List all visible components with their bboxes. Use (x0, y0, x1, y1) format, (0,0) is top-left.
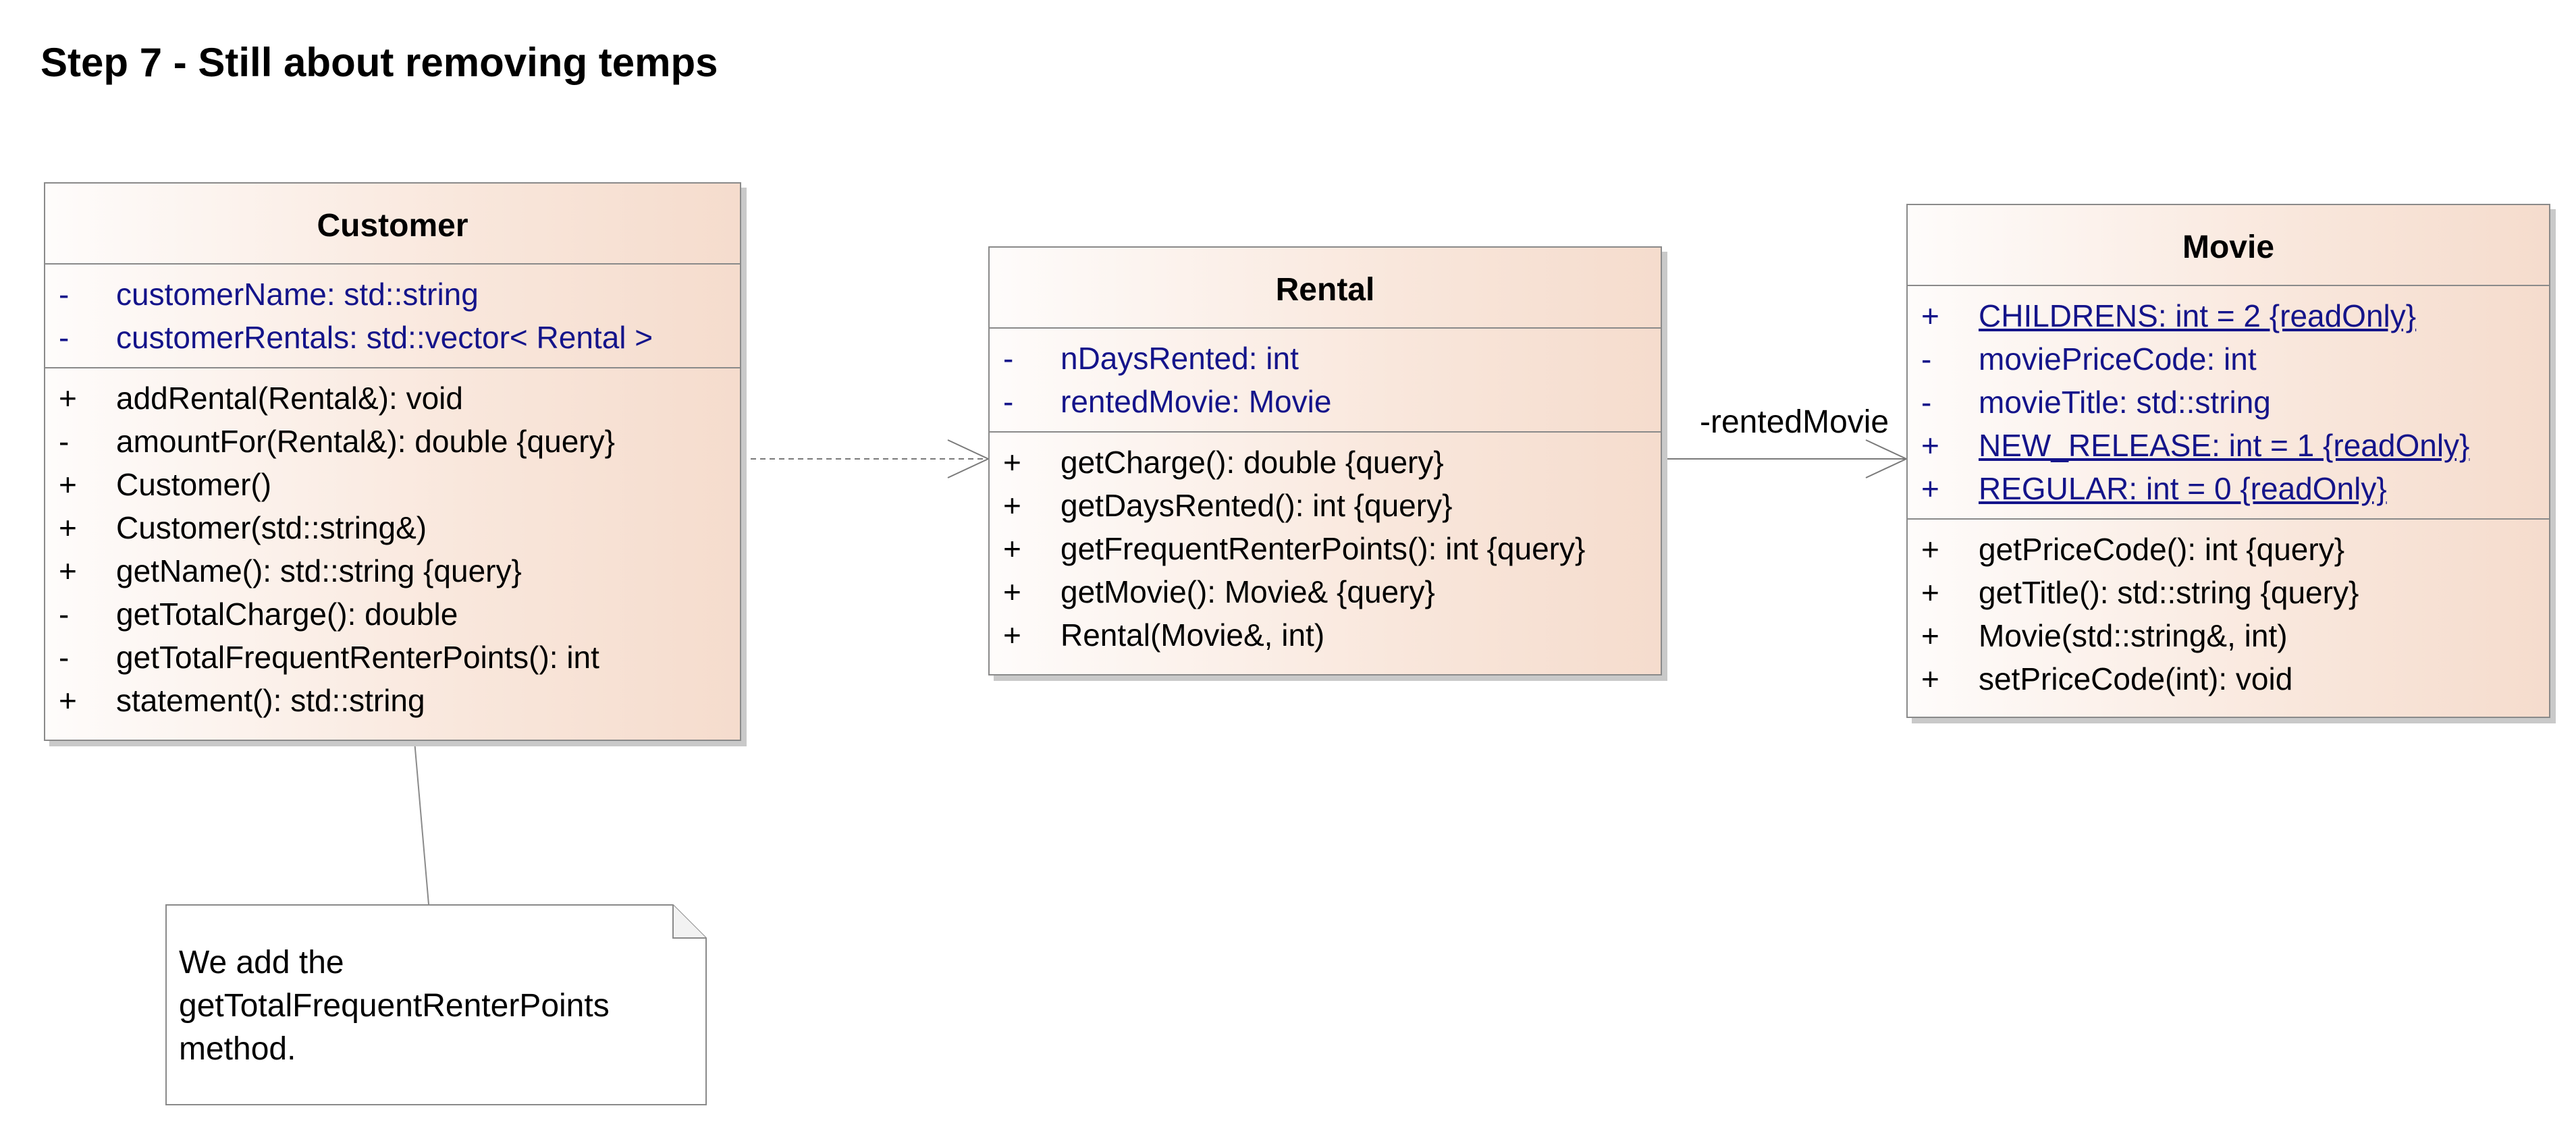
visibility-marker: + (1921, 532, 1939, 567)
operation-row[interactable]: + getPriceCode(): int {query} (1908, 528, 2549, 571)
attribute-text: customerName: std::string (116, 277, 479, 312)
operation-row[interactable]: + Rental(Movie&, int) (990, 613, 1661, 657)
attribute-text: moviePriceCode: int (1979, 341, 2257, 377)
operation-row[interactable]: + Customer() (45, 463, 740, 506)
customer-class[interactable]: Customer -customerName: std::string-cust… (44, 182, 741, 741)
visibility-marker: - (59, 597, 70, 632)
visibility-marker: + (1921, 298, 1939, 333)
operation-text: getMovie(): Movie& {query} (1061, 574, 1435, 609)
attributes-compartment: + CHILDRENS: int = 2 {readOnly} - moviePric… (1908, 286, 2549, 520)
operations-compartment: + addRental(Rental&): void - amountFor(Rent… (45, 368, 740, 730)
operation-text: getTotalFrequentRenterPoints(): int (116, 640, 599, 675)
visibility-marker: + (1003, 445, 1021, 480)
attribute-text: nDaysRented: int (1061, 341, 1299, 376)
operation-text: Rental(Movie&, int) (1061, 617, 1325, 653)
operation-row[interactable]: + getName(): std::string {query} (45, 549, 740, 592)
operation-row[interactable]: + Customer(std::string&) (45, 506, 740, 549)
visibility-marker: + (1921, 661, 1939, 696)
operation-text: addRental(Rental&): void (116, 381, 463, 416)
rental-class[interactable]: Rental - nDaysRented: int - rentedMovie: Mo… (988, 246, 1662, 675)
attribute-text: rentedMovie: Movie (1061, 384, 1332, 419)
attribute-text: CHILDRENS: int = 2 {readOnly} (1979, 298, 2417, 333)
operation-row[interactable]: + Movie(std::string&, int) (1908, 614, 2549, 657)
visibility-marker: - (59, 424, 70, 459)
operation-text: Customer() (116, 467, 272, 502)
attribute-row[interactable]: - customerRentals: std::vector< Rental > (45, 316, 740, 359)
note-text: We add the getTotalFrequentRenterPoints … (179, 941, 666, 1071)
operation-text: getPriceCode(): int {query} (1979, 532, 2345, 567)
visibility-marker: + (59, 683, 77, 718)
attribute-row[interactable]: + REGULAR: int = 0 {readOnly} (1908, 467, 2549, 510)
attribute-row[interactable]: - movieTitle: std::string (1908, 381, 2549, 424)
attribute-row[interactable]: - customerName: std::string (45, 273, 740, 316)
operation-text: getTitle(): std::string {query} (1979, 575, 2359, 610)
operation-text: getName(): std::string {query} (116, 553, 522, 588)
operation-text: getCharge(): double {query} (1061, 445, 1444, 480)
attributes-compartment: -customerName: std::string-customerRenta… (45, 265, 740, 368)
note-line: We add the (179, 945, 344, 981)
note-line: getTotalFrequentRenterPoints (179, 988, 610, 1024)
attribute-text: movieTitle: std::string (1979, 385, 2271, 420)
attribute-row[interactable]: - rentedMovie: Movie (990, 380, 1661, 423)
operation-row[interactable]: + getDaysRented(): int {query} (990, 484, 1661, 527)
visibility-marker: + (1921, 471, 1939, 506)
visibility-marker: + (59, 553, 77, 588)
operation-text: getDaysRented(): int {query} (1061, 488, 1453, 523)
operation-text: Customer(std::string&) (116, 510, 427, 545)
note-anchor-line (414, 740, 429, 905)
visibility-marker: - (59, 640, 70, 675)
attribute-row[interactable]: + CHILDRENS: int = 2 {readOnly} (1908, 294, 2549, 337)
operation-text: statement(): std::string (116, 683, 425, 718)
operation-row[interactable]: + getCharge(): double {query} (990, 441, 1661, 484)
visibility-marker: + (1003, 531, 1021, 566)
visibility-marker: - (59, 277, 70, 312)
visibility-marker: + (59, 510, 77, 545)
visibility-marker: + (59, 467, 77, 502)
attribute-text: customerRentals: std::vector< Rental > (116, 320, 653, 355)
class-name: Rental (990, 248, 1661, 329)
attributes-compartment: - nDaysRented: int - rentedMovie: Movie (990, 329, 1661, 433)
operation-text: amountFor(Rental&): double {query} (116, 424, 615, 459)
note-line: method. (179, 1031, 296, 1067)
visibility-marker: - (59, 320, 70, 355)
visibility-marker: + (1921, 618, 1939, 653)
operation-row[interactable]: + statement(): std::string (45, 679, 740, 722)
operation-row[interactable]: - getTotalFrequentRenterPoints(): int (45, 636, 740, 679)
operation-row[interactable]: - amountFor(Rental&): double {query} (45, 420, 740, 463)
class-name: Movie (1908, 205, 2549, 286)
attribute-text: REGULAR: int = 0 {readOnly} (1979, 471, 2387, 506)
visibility-marker: + (1921, 428, 1939, 463)
operation-text: getTotalCharge(): double (116, 597, 458, 632)
operations-compartment: + getPriceCode(): int {query} + getTitle():… (1908, 520, 2549, 709)
operation-row[interactable]: + setPriceCode(int): void (1908, 657, 2549, 700)
operation-row[interactable]: + addRental(Rental&): void (45, 377, 740, 420)
visibility-marker: - (1921, 341, 1932, 377)
note-shape (165, 904, 707, 1105)
attribute-row[interactable]: - moviePriceCode: int (1908, 337, 2549, 381)
operation-row[interactable]: + getTitle(): std::string {query} (1908, 571, 2549, 614)
visibility-marker: - (1921, 385, 1932, 420)
attribute-row[interactable]: - nDaysRented: int (990, 337, 1661, 380)
visibility-marker: + (1003, 574, 1021, 609)
visibility-marker: + (1921, 575, 1939, 610)
operation-row[interactable]: - getTotalCharge(): double (45, 592, 740, 636)
attribute-row[interactable]: + NEW_RELEASE: int = 1 {readOnly} (1908, 424, 2549, 467)
operation-row[interactable]: + getFrequentRenterPoints(): int {query} (990, 527, 1661, 570)
operation-text: setPriceCode(int): void (1979, 661, 2293, 696)
operation-row[interactable]: + getMovie(): Movie& {query} (990, 570, 1661, 613)
diagram-title: Step 7 - Still about removing temps (41, 40, 718, 85)
class-name: Customer (45, 184, 740, 265)
operations-compartment: + getCharge(): double {query} + getDaysRent… (990, 433, 1661, 665)
visibility-marker: + (59, 381, 77, 416)
operation-text: Movie(std::string&, int) (1979, 618, 2288, 653)
operation-text: getFrequentRenterPoints(): int {query} (1061, 531, 1586, 566)
visibility-marker: - (1003, 341, 1014, 376)
movie-class[interactable]: Movie + CHILDRENS: int = 2 {readOnly} - mov… (1906, 204, 2550, 718)
association-label: -rentedMovie (1700, 404, 1889, 440)
comment-note[interactable]: We add the getTotalFrequentRenterPoints … (165, 904, 707, 1105)
visibility-marker: + (1003, 617, 1021, 653)
attribute-text: NEW_RELEASE: int = 1 {readOnly} (1979, 428, 2470, 463)
visibility-marker: + (1003, 488, 1021, 523)
visibility-marker: - (1003, 384, 1014, 419)
